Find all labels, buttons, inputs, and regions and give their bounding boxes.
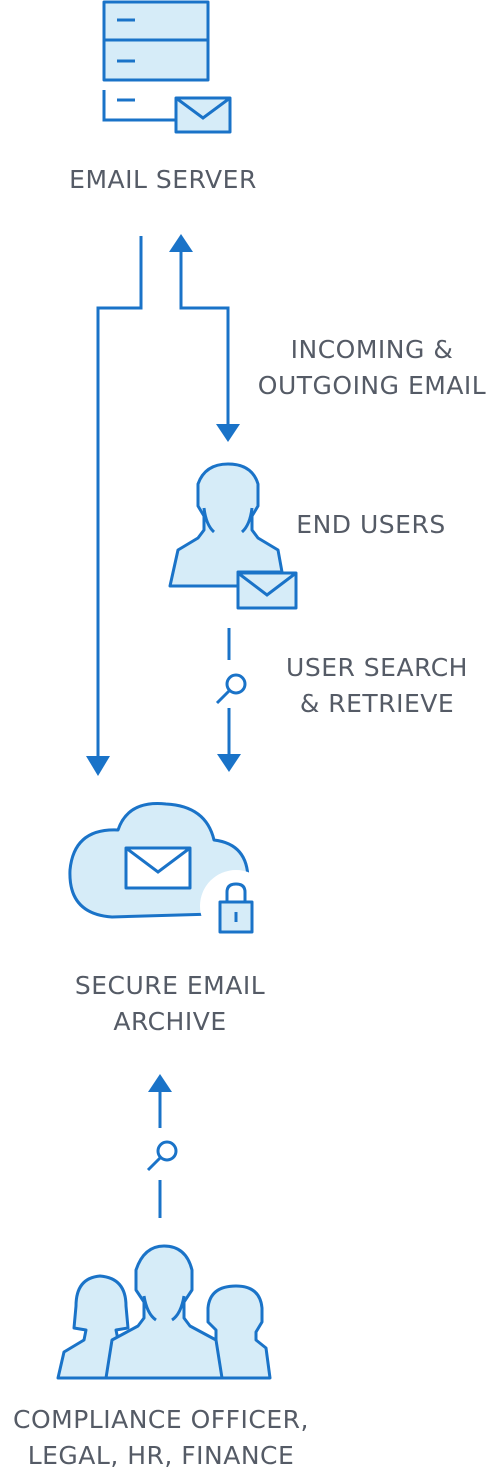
end-users-label: END USERS: [296, 510, 446, 539]
incoming-outgoing-label: INCOMING & OUTGOING EMAIL: [257, 335, 487, 400]
email-server-label: EMAIL SERVER: [69, 165, 257, 194]
group-icon: [56, 1244, 272, 1380]
user-icon: [168, 462, 284, 588]
envelope-icon: [236, 571, 298, 610]
search-retrieve-arrow: [217, 628, 241, 772]
compliance-label: COMPLIANCE OFFICER, LEGAL, HR, FINANCE: [13, 1405, 309, 1470]
secure-email-archive-label: SECURE EMAIL ARCHIVE: [74, 971, 266, 1036]
envelope-icon: [174, 96, 232, 134]
incoming-outgoing-arrows: [86, 234, 240, 776]
cloud-icon: [68, 802, 250, 919]
server-icon: [102, 0, 210, 122]
compliance-search-arrow: [148, 1074, 172, 1218]
search-retrieve-label: USER SEARCH & RETRIEVE: [286, 653, 468, 718]
magnifier-icon: [146, 1140, 178, 1172]
lock-icon: [200, 870, 272, 942]
magnifier-icon: [215, 673, 247, 705]
